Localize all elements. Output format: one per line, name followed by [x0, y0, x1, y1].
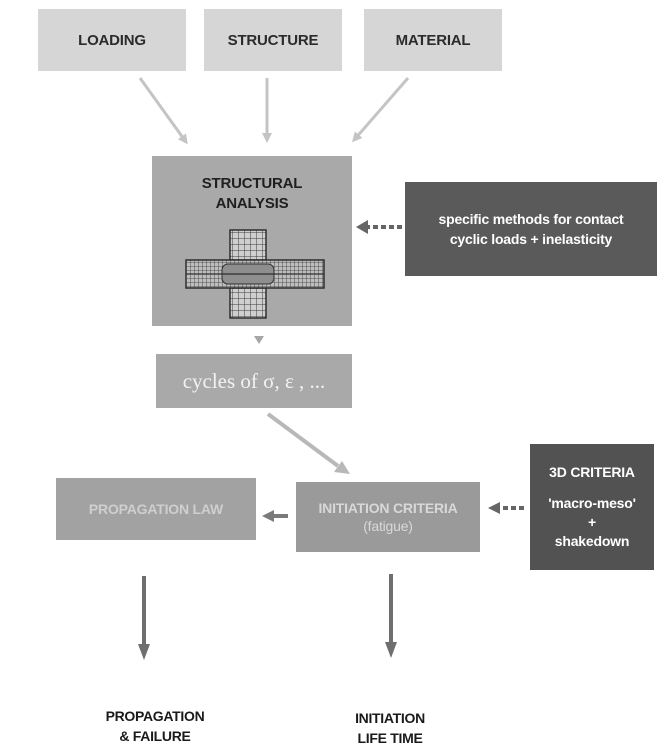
outcome-propagation-failure: PROPAGATION & FAILURE: [105, 708, 205, 744]
structure-label: STRUCTURE: [227, 31, 319, 49]
loading-label: LOADING: [78, 31, 146, 49]
loading-box: LOADING: [38, 9, 186, 71]
arrowhead-analysis-to-cycles: [254, 336, 264, 344]
material-label: MATERIAL: [395, 31, 471, 49]
specific-methods-box: specific methods for contact cyclic load…: [405, 182, 657, 276]
arrowhead-methods: [356, 220, 368, 234]
structure-box: STRUCTURE: [204, 9, 342, 71]
propagation-law-label: PROPAGATION LAW: [88, 501, 224, 517]
cycles-label: cycles of σ, ε , ...: [182, 368, 326, 393]
material-box: MATERIAL: [364, 9, 502, 71]
arrowhead-propagation-down: [138, 644, 150, 660]
arrow-material-to-analysis: [352, 77, 410, 143]
arrow-cycles-to-initiation: [266, 412, 340, 468]
initiation-criteria-label: INITIATION CRITERIA: [318, 500, 458, 516]
arrowhead-initiation-to-propagation: [262, 510, 274, 522]
methods-line-1: specific methods for contact: [438, 211, 624, 227]
arrowhead-cycles-to-initiation: [334, 461, 350, 474]
methods-line-2: cyclic loads + inelasticity: [449, 231, 613, 247]
3d-criteria-line-3: shakedown: [554, 533, 630, 549]
initiation-criteria-box: INITIATION CRITERIA (fatigue): [296, 482, 480, 552]
outcome-initiation-life-time: INITIATION LIFE TIME: [355, 710, 425, 746]
3d-criteria-title: 3D CRITERIA: [549, 464, 635, 480]
initiation-criteria-sub: (fatigue): [363, 518, 413, 534]
arrowhead-initiation-down: [385, 642, 397, 658]
3d-criteria-box: 3D CRITERIA 'macro-meso' + shakedown: [530, 444, 654, 570]
arrow-loading-to-analysis: [138, 77, 188, 145]
structural-analysis-title: STRUCTURAL ANALYSIS: [201, 175, 303, 212]
arrowhead-3d: [488, 502, 500, 514]
3d-criteria-line-1: 'macro-meso': [548, 495, 636, 511]
3d-criteria-line-2: +: [588, 514, 596, 530]
propagation-law-box: PROPAGATION LAW: [56, 478, 256, 540]
mesh-model-icon: [185, 229, 325, 319]
structural-analysis-box: STRUCTURAL ANALYSIS: [152, 156, 352, 326]
cycles-box: cycles of σ, ε , ...: [156, 354, 352, 408]
